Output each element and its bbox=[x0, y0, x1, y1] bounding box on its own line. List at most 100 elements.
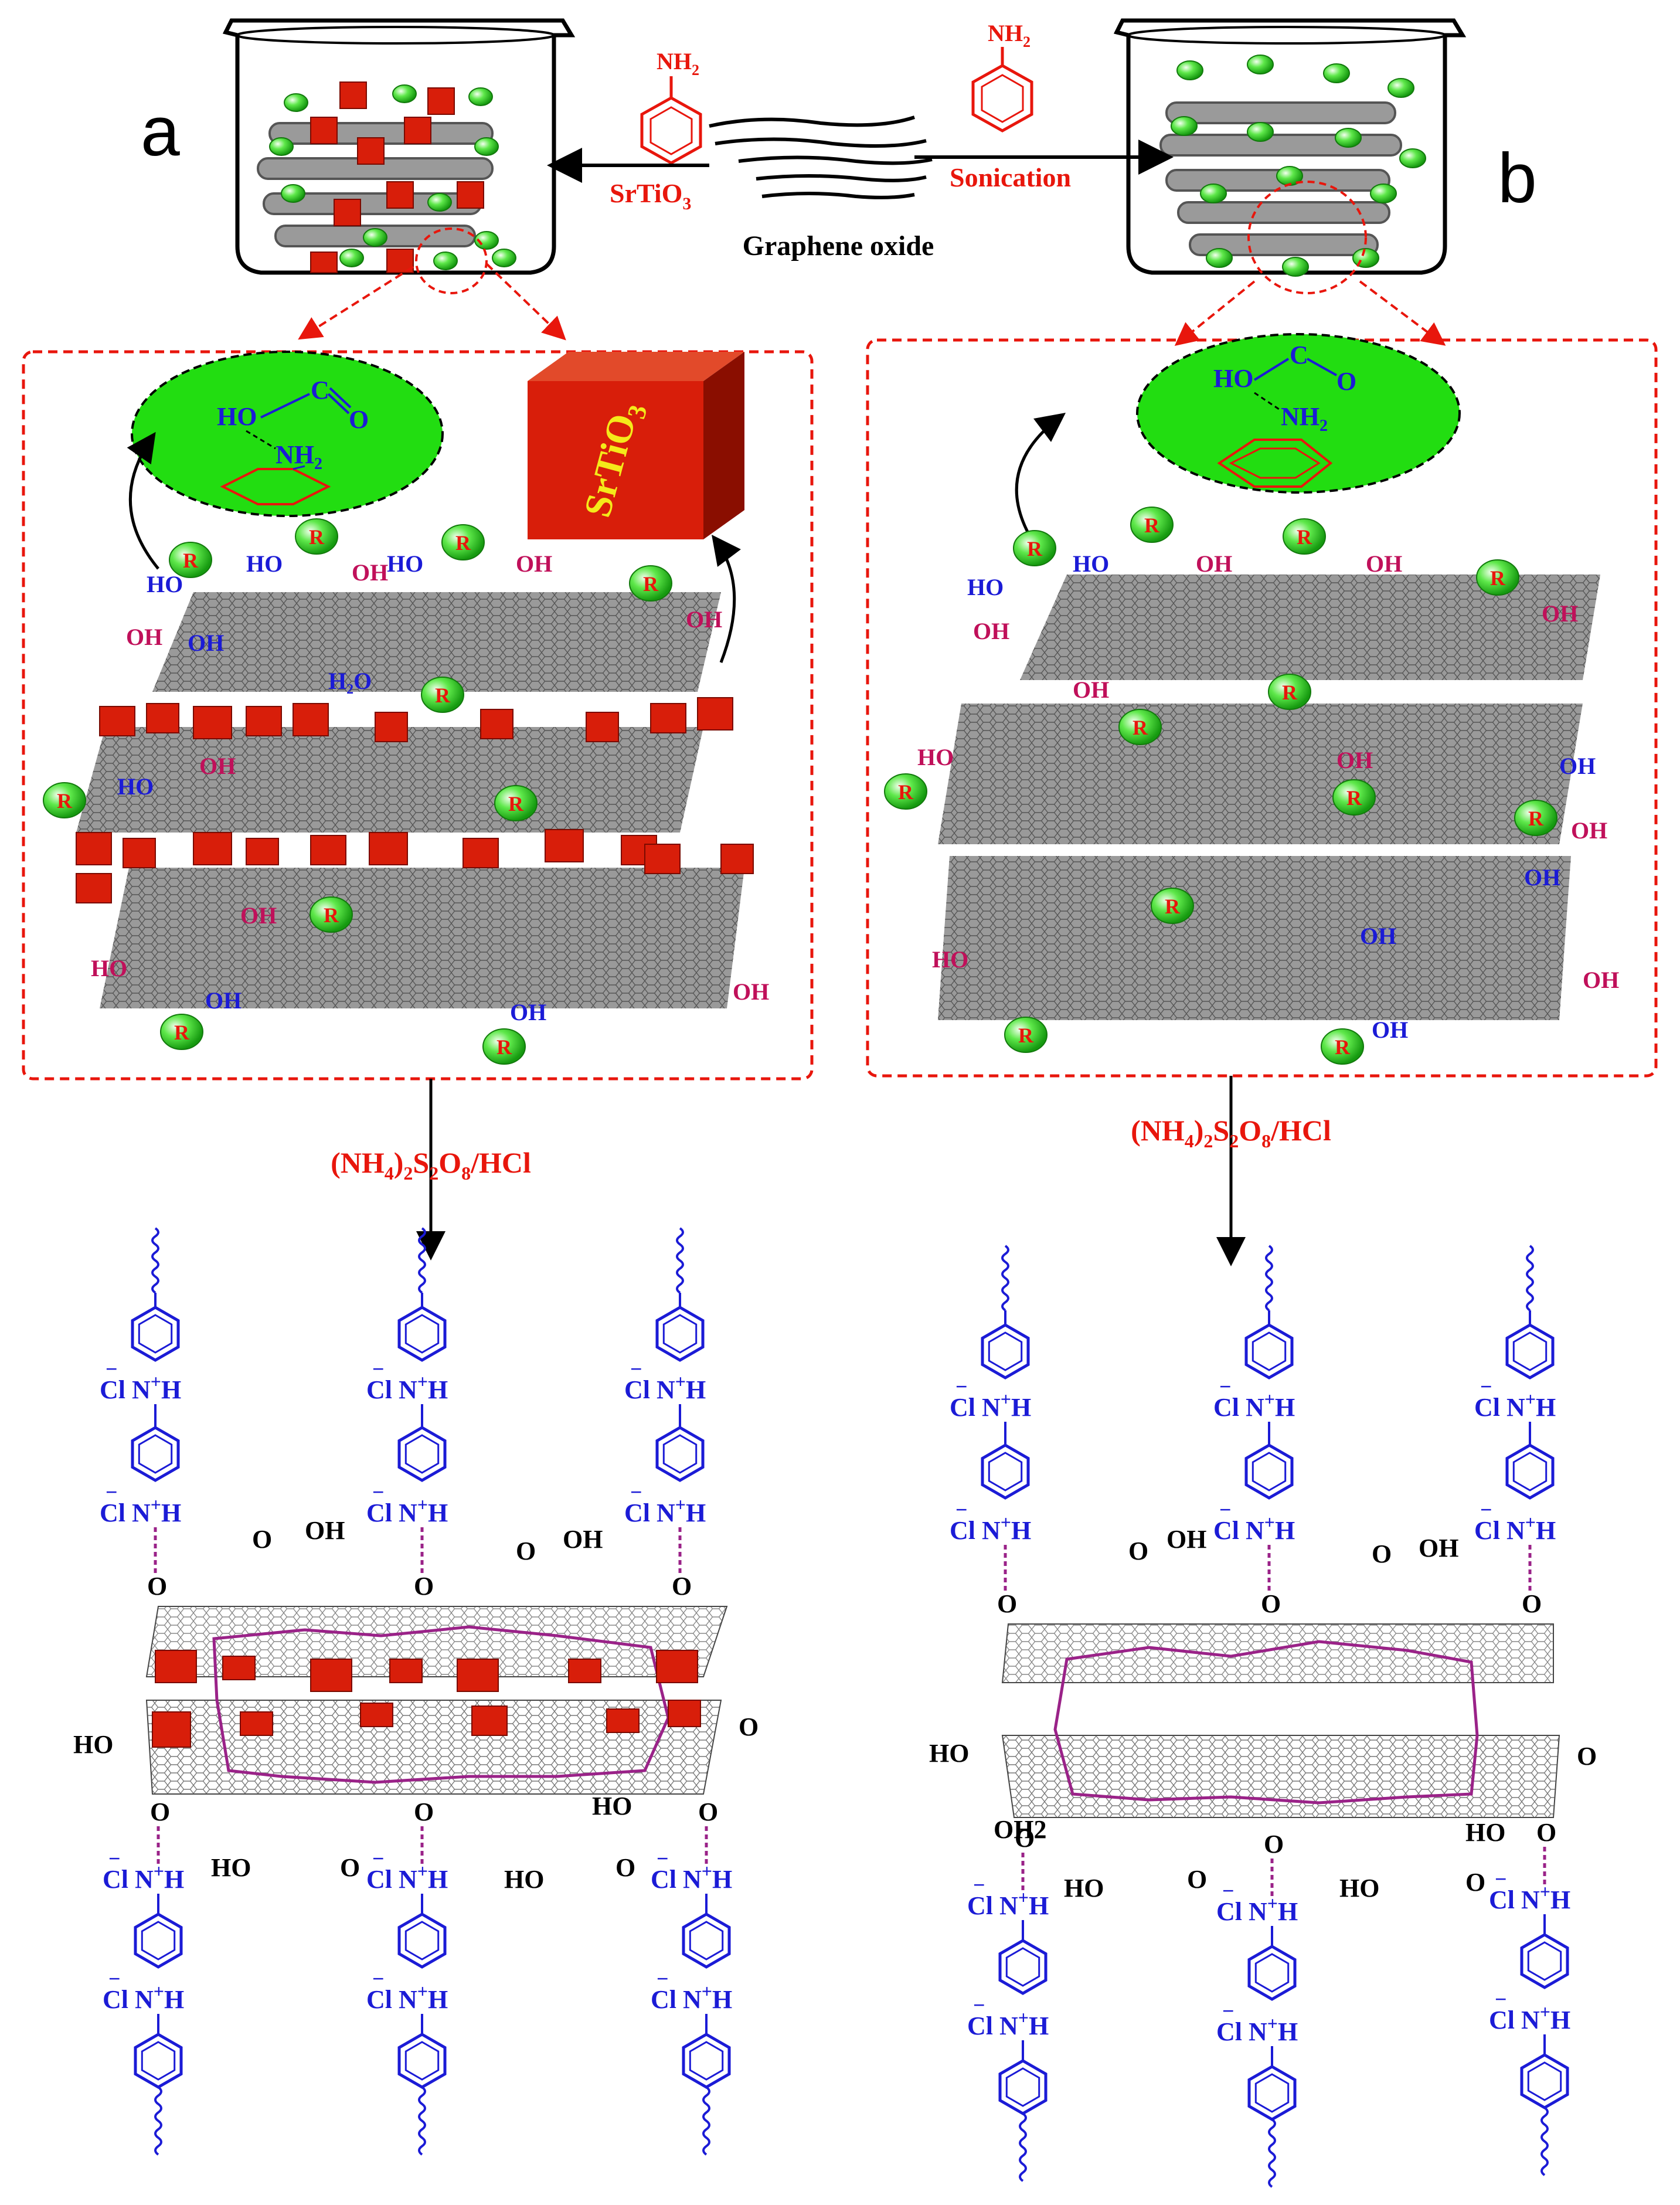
pani-amine-b1-a: Cl N+H bbox=[950, 1388, 1031, 1422]
pani-ring-a3-b-inner bbox=[662, 1434, 698, 1474]
pani-ring-a2-a bbox=[397, 1306, 447, 1362]
svg-text:OH: OH bbox=[1419, 1534, 1458, 1562]
pani-wavy-bottom-a2 bbox=[418, 2086, 426, 2156]
svg-text:HO: HO bbox=[217, 402, 257, 431]
pani-ring-da2-a bbox=[397, 1912, 447, 1969]
pani-ring-a2-b-inner bbox=[404, 1434, 440, 1474]
pani-ring-da3-a bbox=[682, 1912, 731, 1969]
curved-arrow-a-left bbox=[127, 432, 159, 570]
svg-text:R: R bbox=[898, 780, 914, 804]
pani-amine-da1-a-minus: − bbox=[108, 1847, 121, 1870]
pani-oxygen-b2: O bbox=[1261, 1589, 1281, 1618]
pani-amine-db2-b-minus: − bbox=[1222, 1999, 1235, 2023]
pani-amine-da3-b: Cl N+H bbox=[651, 1980, 732, 2014]
pani-oxygen-db3: O bbox=[1536, 1818, 1556, 1847]
pani-ring-b2-b-inner bbox=[1252, 1452, 1287, 1491]
svg-text:OH2: OH2 bbox=[994, 1815, 1046, 1844]
svg-text:OH: OH bbox=[352, 559, 388, 586]
svg-text:OH: OH bbox=[1167, 1525, 1206, 1554]
pani-amine-db3-b-minus: − bbox=[1495, 1987, 1507, 2011]
polyaniline-chains: Cl N+H−Cl N+H−OCl N+H−Cl N+H−OCl N+H−Cl … bbox=[100, 1227, 1570, 2188]
zoom-box-a bbox=[22, 350, 814, 1081]
pani-amine-db1-b: Cl N+H bbox=[967, 2007, 1049, 2040]
svg-text:HO: HO bbox=[1465, 1818, 1505, 1847]
pani-amine-b1-a-minus: − bbox=[955, 1375, 968, 1398]
svg-text:HO: HO bbox=[91, 955, 127, 981]
pani-amine-b2-b-minus: − bbox=[1219, 1498, 1232, 1521]
pani-ring-da1-b-inner bbox=[141, 2041, 176, 2081]
beaker-b-balls bbox=[1171, 55, 1426, 277]
graphene-oxide-icon bbox=[709, 115, 933, 199]
svg-text:R: R bbox=[435, 684, 451, 707]
pani-ring-a3-b bbox=[655, 1426, 705, 1482]
svg-text:O: O bbox=[252, 1525, 272, 1554]
pani-amine-b3-b: Cl N+H bbox=[1474, 1511, 1556, 1545]
svg-text:OH: OH bbox=[733, 979, 769, 1005]
pani-oxygen-a1: O bbox=[147, 1572, 167, 1601]
pani-wavy-bottom-a3 bbox=[702, 2086, 710, 2156]
svg-text:R: R bbox=[1018, 1024, 1034, 1047]
svg-text:O: O bbox=[615, 1853, 635, 1882]
pani-ring-db3-a-inner bbox=[1527, 1941, 1562, 1981]
svg-text:OH: OH bbox=[686, 606, 722, 633]
pani-ring-a1-a-inner bbox=[138, 1314, 173, 1354]
svg-text:HO: HO bbox=[73, 1730, 113, 1759]
pani-amine-b2-b: Cl N+H bbox=[1213, 1511, 1295, 1545]
srtio3-cube: SrTiO3 bbox=[528, 352, 744, 539]
pani-ring-b3-b-inner bbox=[1512, 1452, 1548, 1491]
pani-oxygen-b1: O bbox=[997, 1589, 1017, 1618]
pani-ring-b3-b bbox=[1505, 1443, 1555, 1500]
svg-text:OH: OH bbox=[1542, 600, 1578, 627]
svg-text:OH: OH bbox=[516, 551, 552, 577]
svg-text:HO: HO bbox=[117, 773, 154, 800]
pani-ring-a1-b-inner bbox=[138, 1434, 173, 1474]
svg-text:R: R bbox=[57, 789, 73, 813]
pani-ring-a1-b bbox=[131, 1426, 180, 1482]
svg-text:HO: HO bbox=[387, 551, 423, 577]
svg-text:OH: OH bbox=[510, 999, 546, 1025]
svg-text:O: O bbox=[1465, 1868, 1485, 1897]
pani-amine-a3-a-minus: − bbox=[630, 1357, 642, 1381]
svg-text:R: R bbox=[1297, 525, 1312, 549]
svg-text:O: O bbox=[1336, 367, 1356, 396]
pani-amine-db1-a: Cl N+H bbox=[967, 1887, 1049, 1920]
aniline-bubble-a: HO C O NH2 bbox=[131, 351, 444, 517]
oxidant-label-b: (NH4)2S2O8/HCl bbox=[1131, 1114, 1331, 1151]
oxidant-label-a: (NH4)2S2O8/HCl bbox=[331, 1146, 531, 1184]
r-groups: R R R R R R R R R R R R R R R R R R R R … bbox=[43, 507, 1557, 1065]
pani-ring-db1-a bbox=[998, 1939, 1048, 1995]
svg-text:O: O bbox=[516, 1537, 536, 1565]
svg-text:R: R bbox=[1027, 537, 1043, 560]
pani-amine-a2-b-minus: − bbox=[372, 1480, 385, 1504]
svg-text:HO: HO bbox=[917, 744, 954, 770]
pani-amine-db1-b-minus: − bbox=[973, 1993, 985, 2017]
svg-text:R: R bbox=[1282, 681, 1298, 704]
svg-text:R: R bbox=[183, 549, 199, 572]
pani-ring-a2-b bbox=[397, 1426, 447, 1482]
svg-text:HO: HO bbox=[147, 571, 183, 597]
beaker-b bbox=[1113, 18, 1467, 294]
aniline-bubble-b: HO C O NH2 bbox=[1136, 333, 1461, 494]
panel-letter-a: a bbox=[141, 92, 180, 171]
pani-ring-da1-a-inner bbox=[141, 1921, 176, 1961]
pani-amine-db2-a: Cl N+H bbox=[1216, 1893, 1298, 1926]
pani-oxygen-da1: O bbox=[150, 1798, 170, 1826]
composite-b-sheets bbox=[1001, 1623, 1560, 1818]
pani-wavy-top-a2 bbox=[418, 1227, 426, 1294]
pani-amine-da1-a: Cl N+H bbox=[103, 1860, 184, 1894]
svg-text:OH: OH bbox=[1366, 551, 1402, 577]
pani-ring-db2-b-inner bbox=[1254, 2073, 1290, 2113]
pani-amine-da1-b-minus: − bbox=[108, 1967, 121, 1990]
pani-ring-da3-a-inner bbox=[689, 1921, 724, 1961]
pani-amine-a1-b: Cl N+H bbox=[100, 1494, 181, 1527]
pani-amine-db3-a: Cl N+H bbox=[1489, 1881, 1570, 1914]
pani-amine-da2-b-minus: − bbox=[372, 1967, 385, 1990]
go-stack-b bbox=[938, 575, 1600, 1020]
svg-text:R: R bbox=[1528, 807, 1544, 830]
svg-text:OH: OH bbox=[1360, 923, 1396, 949]
pani-amine-da3-a: Cl N+H bbox=[651, 1860, 732, 1894]
svg-text:R: R bbox=[174, 1021, 190, 1044]
pani-ring-a3-a bbox=[655, 1306, 705, 1362]
pani-wavy-top-a3 bbox=[676, 1227, 684, 1294]
